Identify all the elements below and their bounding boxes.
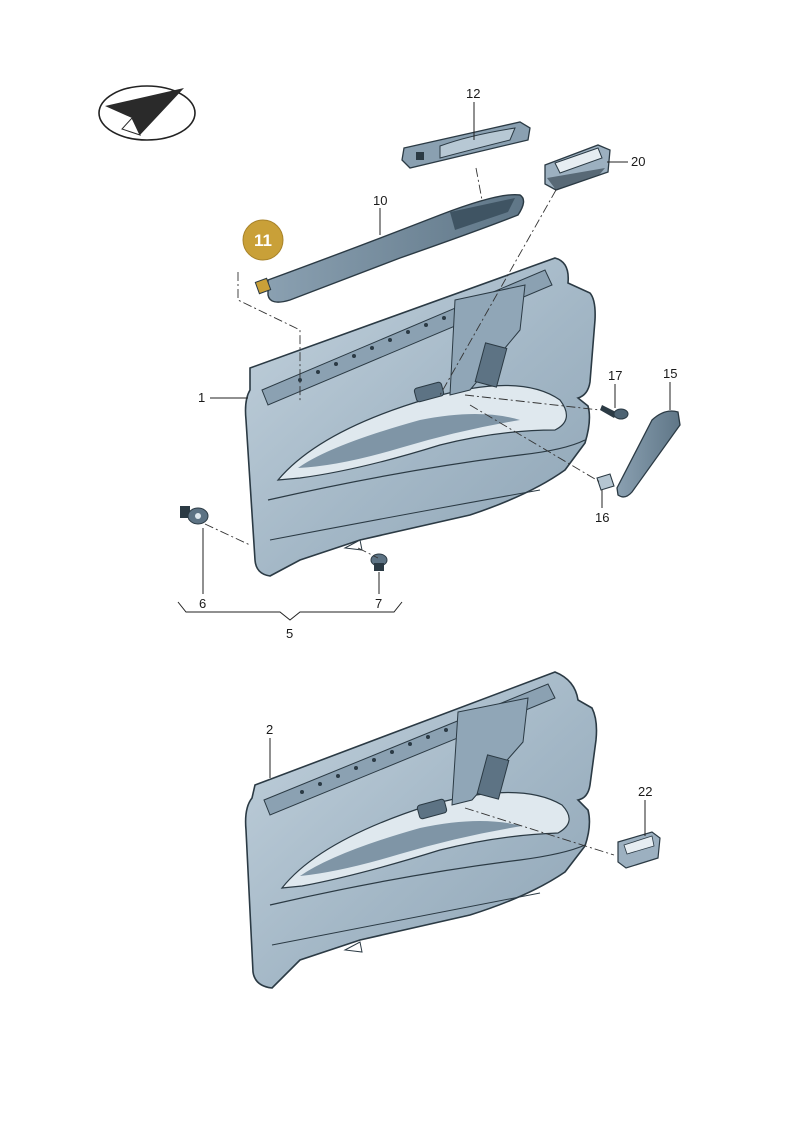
- label-part-7: 7: [375, 596, 382, 611]
- direction-arrow-ellipse-icon: [98, 85, 196, 141]
- side-trim-part-15: [616, 410, 681, 498]
- switch-part-22: [617, 831, 661, 869]
- part-labels: 12 10 20 1 17 15 16 6 7 5 2 22: [198, 86, 677, 799]
- badge-label-11: 11: [254, 231, 272, 250]
- label-part-15: 15: [663, 366, 677, 381]
- label-part-12: 12: [466, 86, 480, 101]
- label-part-5: 5: [286, 626, 293, 641]
- clip-part-11: [254, 277, 272, 295]
- label-part-10: 10: [373, 193, 387, 208]
- fastener-part-6: [180, 506, 209, 525]
- switch-module-part-20: [544, 144, 611, 191]
- label-part-6: 6: [199, 596, 206, 611]
- leader-lines-upper: [177, 102, 671, 621]
- label-part-16: 16: [595, 510, 609, 525]
- leader-lines-lower: [269, 738, 646, 836]
- door-panel-lower: [244, 671, 598, 989]
- fastener-part-7: [370, 553, 388, 571]
- door-panel-upper: [244, 257, 596, 577]
- screw-part-17: [600, 405, 629, 420]
- trim-strip-part-10: [267, 193, 525, 303]
- label-part-22: 22: [638, 784, 652, 799]
- switch-housing-part-12: [401, 121, 531, 169]
- label-part-17: 17: [608, 368, 622, 383]
- label-part-2: 2: [266, 722, 273, 737]
- assembly-lines-upper: [204, 167, 601, 559]
- label-part-1: 1: [198, 390, 205, 405]
- clip-part-16: [596, 473, 615, 491]
- highlight-badge-part-11[interactable]: 11: [242, 219, 284, 261]
- label-part-20: 20: [631, 154, 645, 169]
